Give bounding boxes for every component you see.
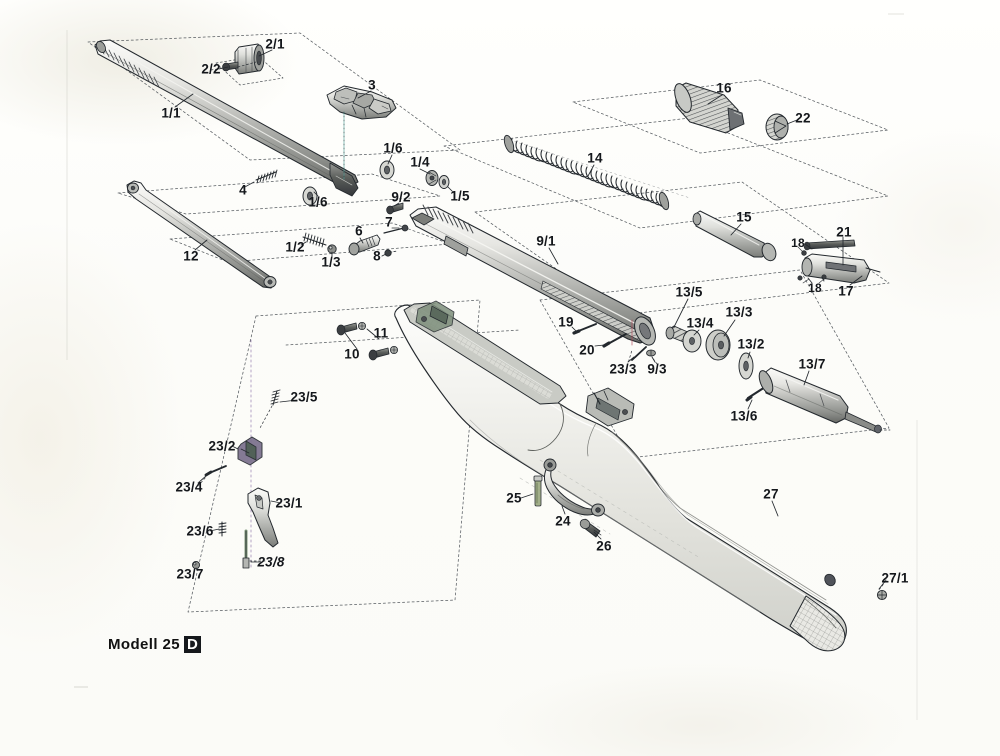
part-label-23-8: 23/8: [257, 554, 285, 570]
part-label-22: 22: [795, 110, 811, 126]
part-label-10: 10: [344, 346, 360, 362]
part-label-18-upper: 18: [791, 236, 805, 250]
part-label-26: 26: [596, 538, 612, 554]
part-label-23-1: 23/1: [275, 495, 303, 511]
part-label-1-6-upper: 1/6: [383, 140, 403, 156]
part-label-23-4: 23/4: [175, 479, 203, 495]
part-label-17: 17: [838, 283, 854, 299]
scan-artifact-right: [916, 420, 918, 720]
part-label-23-2: 23/2: [208, 438, 236, 454]
part-label-1-5: 1/5: [450, 188, 470, 204]
scan-artifact-left: [66, 30, 68, 360]
part-label-1-1: 1/1: [161, 105, 181, 121]
part-label-27-1: 27/1: [881, 570, 909, 586]
part-label-4: 4: [239, 182, 247, 198]
part-label-1-6-lower: 1/6: [308, 194, 328, 210]
part-label-2-2: 2/2: [201, 61, 221, 77]
part-label-18-lower: 18: [808, 281, 822, 295]
scan-artifact-top: [888, 13, 904, 15]
part-label-25: 25: [506, 490, 522, 506]
part-label-9-3: 9/3: [647, 361, 667, 377]
part-label-1-2: 1/2: [285, 239, 305, 255]
model-caption-text: Modell 25: [108, 636, 180, 653]
part-label-13-4: 13/4: [686, 315, 714, 331]
part-label-13-6: 13/6: [730, 408, 758, 424]
part-label-20: 20: [579, 342, 595, 358]
part-label-1-4: 1/4: [410, 154, 430, 170]
part-label-7: 7: [385, 214, 393, 230]
part-label-6: 6: [355, 223, 363, 239]
part-label-13-2: 13/2: [737, 336, 765, 352]
part-label-8: 8: [373, 248, 381, 264]
part-label-12: 12: [183, 248, 199, 264]
part-label-16: 16: [716, 80, 732, 96]
part-label-15: 15: [736, 209, 752, 225]
part-label-9-2: 9/2: [391, 189, 411, 205]
part-label-1-3: 1/3: [321, 254, 341, 270]
model-caption-mark: D: [183, 636, 202, 653]
scan-artifact-dash: [74, 686, 88, 688]
part-label-19: 19: [558, 314, 574, 330]
part-label-24: 24: [555, 513, 571, 529]
part-label-2-1: 2/1: [265, 36, 285, 52]
part-label-21: 21: [836, 224, 852, 240]
part-label-11: 11: [373, 325, 389, 341]
part-label-14: 14: [587, 150, 603, 166]
part-label-13-5: 13/5: [675, 284, 703, 300]
part-label-23-7: 23/7: [176, 566, 204, 582]
part-label-9-1: 9/1: [536, 233, 556, 249]
part-label-13-3: 13/3: [725, 304, 753, 320]
part-label-27: 27: [763, 486, 779, 502]
part-label-3: 3: [368, 77, 376, 93]
part-label-23-5: 23/5: [290, 389, 318, 405]
part-label-23-6: 23/6: [186, 523, 214, 539]
part-label-23-3: 23/3: [609, 361, 637, 377]
part-label-13-7: 13/7: [798, 356, 826, 372]
